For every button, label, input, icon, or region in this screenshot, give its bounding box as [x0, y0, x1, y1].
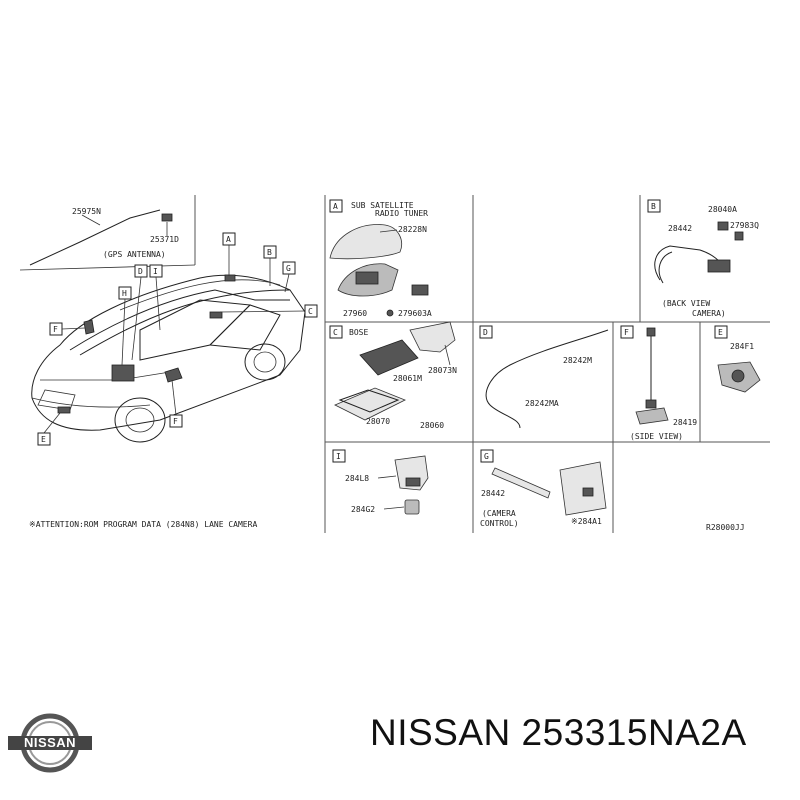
part-label-284L8: 284L8: [345, 474, 369, 483]
part-label-25371D: 25371D: [150, 235, 179, 244]
panel-a: A SUB SATELLITE RADIO TUNER 28228N 27960…: [329, 199, 432, 318]
part-label-28419: 28419: [673, 418, 697, 427]
panel-b-letter: B: [651, 202, 656, 211]
side-camera: [635, 407, 669, 425]
panel-e: E 284F1: [714, 325, 761, 393]
panel-c-letter: C: [333, 328, 338, 337]
panel-f-caption: (SIDE VIEW): [630, 432, 683, 441]
windshield: [139, 299, 252, 361]
nissan-logo-text: NISSAN: [8, 736, 92, 750]
gps-antenna-unit: [161, 213, 173, 222]
callout-f-right: F: [173, 417, 178, 426]
part-label-25975N: 25975N: [72, 207, 101, 216]
gps-antenna-group: 25975N 25371D (GPS ANTENNA): [19, 207, 196, 271]
vehicle-callouts: A B G C D I H F F E: [37, 232, 318, 446]
nissan-logo: NISSAN: [0, 712, 100, 774]
callout-b: B: [267, 248, 272, 257]
part-label-28442-g: 28442: [481, 489, 505, 498]
panel-e-letter: E: [718, 328, 723, 337]
panel-d: D 28242M 28242MA: [479, 325, 609, 429]
panel-f: F 28419 (SIDE VIEW): [620, 325, 697, 441]
callout-f-left: F: [53, 325, 58, 334]
panel-c: C BOSE 28061M 28073N 28070 28060: [329, 321, 457, 430]
panel-i: I 284L8 284G2: [332, 449, 429, 515]
callout-e: E: [41, 435, 46, 444]
side-mirror: [164, 367, 183, 383]
callout-a: A: [226, 235, 231, 244]
gps-caption: (GPS ANTENNA): [103, 250, 166, 259]
panel-g-caption-2: CONTROL): [480, 519, 519, 528]
part-label-28040A: 28040A: [708, 205, 737, 214]
panel-f-letter: F: [624, 328, 629, 337]
part-label-28228N: 28228N: [398, 225, 427, 234]
part-label-28442-b: 28442: [668, 224, 692, 233]
part-label-27983Q: 27983Q: [730, 221, 759, 230]
connector-279603A: [411, 284, 429, 296]
side-window: [208, 304, 281, 351]
part-label-284A1: ※284A1: [571, 517, 602, 526]
amp-bracket: [409, 321, 456, 353]
panel-a-title-1: SUB SATELLITE: [351, 201, 414, 210]
bose-amplifier: [359, 339, 419, 376]
shark-fin-cover: [329, 224, 402, 260]
part-label-28242M: 28242M: [563, 356, 592, 365]
panel-grid: [194, 195, 770, 533]
panel-b-caption-1: (BACK VIEW: [662, 299, 710, 308]
callout-i: I: [153, 267, 158, 276]
reference-code: R28000JJ: [706, 523, 745, 532]
part-label-279603A: 279603A: [398, 309, 432, 318]
panel-g: G 28442 ※284A1 (CAMERA CONTROL): [480, 449, 607, 528]
part-label-284G2: 284G2: [351, 505, 375, 514]
callout-g: G: [286, 264, 291, 273]
part-label-27960: 27960: [343, 309, 367, 318]
panel-c-subtitle: BOSE: [349, 328, 368, 337]
vehicle-illustration: [31, 274, 306, 443]
part-label-28060: 28060: [420, 421, 444, 430]
panel-i-letter: I: [336, 452, 341, 461]
attention-note: ※ATTENTION:ROM PROGRAM DATA (284N8) LANE…: [29, 520, 257, 529]
panel-b-caption-2: CAMERA): [692, 309, 726, 318]
panel-g-caption-1: (CAMERA: [482, 509, 516, 518]
part-label-28070: 28070: [366, 417, 390, 426]
part-label-28073N: 28073N: [428, 366, 457, 375]
panel-g-letter: G: [484, 452, 489, 461]
panel-d-letter: D: [483, 328, 488, 337]
part-number-title: NISSAN 253315NA2A: [370, 712, 747, 753]
part-label-28061M: 28061M: [393, 374, 422, 383]
camera-harness: [491, 467, 551, 499]
callout-d: D: [138, 267, 143, 276]
rear-wheel: [244, 343, 286, 381]
part-label-28242MA: 28242MA: [525, 399, 559, 408]
part-label-284F1: 284F1: [730, 342, 754, 351]
camera-bracket: [404, 499, 420, 515]
amp-tray: [334, 387, 406, 421]
panel-b: B 28442 28040A 27983Q (BACK VIEW CAMERA): [647, 199, 759, 318]
camera-unit-h: [111, 364, 135, 382]
panel-a-title-2: RADIO TUNER: [375, 209, 428, 218]
callout-h: H: [122, 289, 127, 298]
callout-c: C: [308, 307, 313, 316]
panel-a-letter: A: [333, 202, 338, 211]
back-view-camera: [707, 259, 731, 273]
front-wheel: [114, 397, 166, 443]
